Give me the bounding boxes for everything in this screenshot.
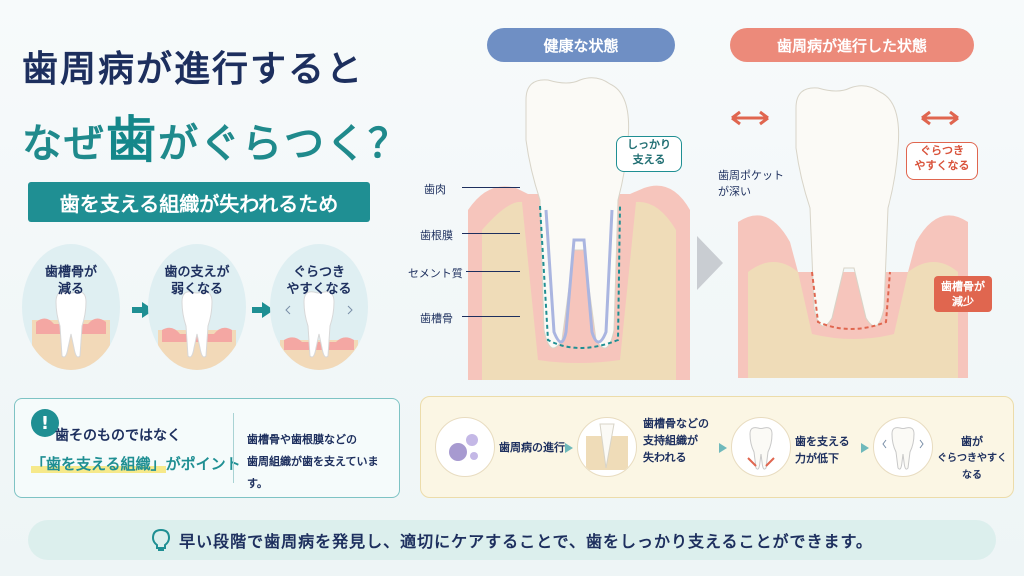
key-point-box: ! 歯そのものではなく 「歯を支える組織」がポイント 歯槽骨や歯根膜などの歯周組…: [14, 398, 400, 498]
double-arrow-icon: [921, 110, 959, 126]
stage-1-circle: [22, 244, 120, 370]
healthy-heading: 健康な状態: [487, 28, 675, 62]
note-divider: [233, 413, 234, 483]
note-line-1: 歯そのものではなく: [55, 428, 181, 444]
lightbulb-icon: [152, 528, 171, 551]
support-callout-1: しっかり: [627, 138, 671, 151]
double-arrow-icon: [731, 110, 769, 126]
note-right-1: 歯槽骨や歯根膜などの: [247, 433, 357, 446]
support-callout: しっかり支える: [616, 136, 682, 172]
bacteria-icon: [435, 417, 495, 477]
stage-3: ぐらつきやすくなる: [270, 244, 368, 370]
wobble-callout-2: やすくなる: [914, 159, 970, 172]
flow-step-4-line-2: ぐらつきやすくなる: [937, 453, 1007, 481]
bone-loss-2: 減少: [952, 295, 974, 308]
title-line-2: なぜ歯がぐらつく？: [22, 100, 410, 172]
note-point: がポイント: [165, 455, 241, 473]
title-tooth: 歯: [106, 111, 158, 169]
pocket-label-1: 歯周ポケット: [718, 169, 784, 182]
progression-flow: 歯周病の進行 歯槽骨などの支持組織が失われる 歯を支える力が低下 歯がぐらつきや…: [420, 396, 1014, 498]
stage-1-label-2: 減る: [57, 282, 84, 297]
stage-1-label-1: 歯槽骨が: [44, 265, 97, 280]
title-line-1: 歯周病が進行すると: [22, 49, 365, 90]
bone-loss-callout: 歯槽骨が減少: [934, 276, 992, 312]
exclamation-icon: !: [31, 409, 59, 437]
bone-loss-icon: [577, 417, 637, 477]
mini-tooth-icon: [158, 291, 236, 370]
title-why: なぜ: [22, 121, 106, 167]
reason-banner: 歯を支える組織が失われるため: [28, 182, 370, 222]
label-bone-leader: [462, 316, 520, 317]
label-gum-leader: [462, 187, 520, 188]
pocket-label-2: が深い: [718, 185, 751, 198]
chevron-right-icon: [697, 236, 723, 290]
label-gum: 歯肉: [424, 183, 446, 196]
wobble-callout-1: ぐらつき: [920, 144, 964, 157]
healthy-tooth-illustration: [468, 77, 690, 380]
wobble-callout: ぐらつきやすくなる: [906, 142, 978, 180]
flow-step-2-line-3: 失われる: [643, 451, 687, 464]
label-pdl-leader: [462, 233, 520, 234]
label-cementum-leader: [466, 271, 520, 272]
stage-2-label-2: 弱くなる: [170, 282, 223, 297]
flow-arrow-1: [565, 443, 573, 453]
diseased-tooth-illustration: [738, 85, 968, 378]
note-line-2: 「歯を支える組織」がポイント: [31, 453, 241, 474]
stage-2-label-1: 歯の支えが: [164, 265, 230, 280]
footer-banner: 早い段階で歯周病を発見し、適切にケアすることで、歯をしっかり支えることができます…: [28, 520, 996, 560]
loose-tooth-icon: [873, 417, 933, 477]
flow-step-2-line-2: 支持組織が: [643, 434, 698, 447]
flow-arrow-2: [719, 443, 727, 453]
stage-2-circle: [148, 244, 246, 370]
mini-tooth-icon: [280, 291, 358, 370]
footer-text: 早い段階で歯周病を発見し、適切にケアすることで、歯をしっかり支えることができます…: [179, 532, 873, 551]
weak-support-icon: [731, 417, 791, 477]
support-callout-2: 支える: [632, 153, 666, 166]
title-wobble: がぐらつく？: [158, 121, 410, 167]
flow-step-1-text: 歯周病の進行: [499, 441, 565, 454]
stage-3-label-1: ぐらつき: [292, 265, 345, 280]
stage-2: 歯の支えが弱くなる: [148, 244, 246, 370]
label-cementum: セメント質: [408, 267, 463, 280]
flow-step-2-line-1: 歯槽骨などの: [643, 417, 709, 430]
flow-step-3-line-1: 歯を支える: [795, 435, 850, 448]
diseased-heading: 歯周病が進行した状態: [730, 28, 974, 62]
stage-3-circle: [270, 244, 368, 370]
stage-1: 歯槽骨が減る: [22, 244, 120, 370]
stage-3-label-2: やすくなる: [286, 282, 352, 297]
bone-loss-1: 歯槽骨が: [941, 280, 985, 293]
note-right-2: 歯周組織が歯を支えています。: [247, 455, 379, 490]
note-highlight: 「歯を支える組織」: [31, 455, 166, 473]
flow-step-4-line-1: 歯が: [961, 435, 983, 448]
mini-tooth-icon: [32, 291, 110, 370]
flow-arrow-3: [861, 443, 869, 453]
label-bone: 歯槽骨: [420, 312, 453, 325]
label-pdl: 歯根膜: [420, 229, 453, 242]
flow-step-3-line-2: 力が低下: [795, 452, 839, 465]
